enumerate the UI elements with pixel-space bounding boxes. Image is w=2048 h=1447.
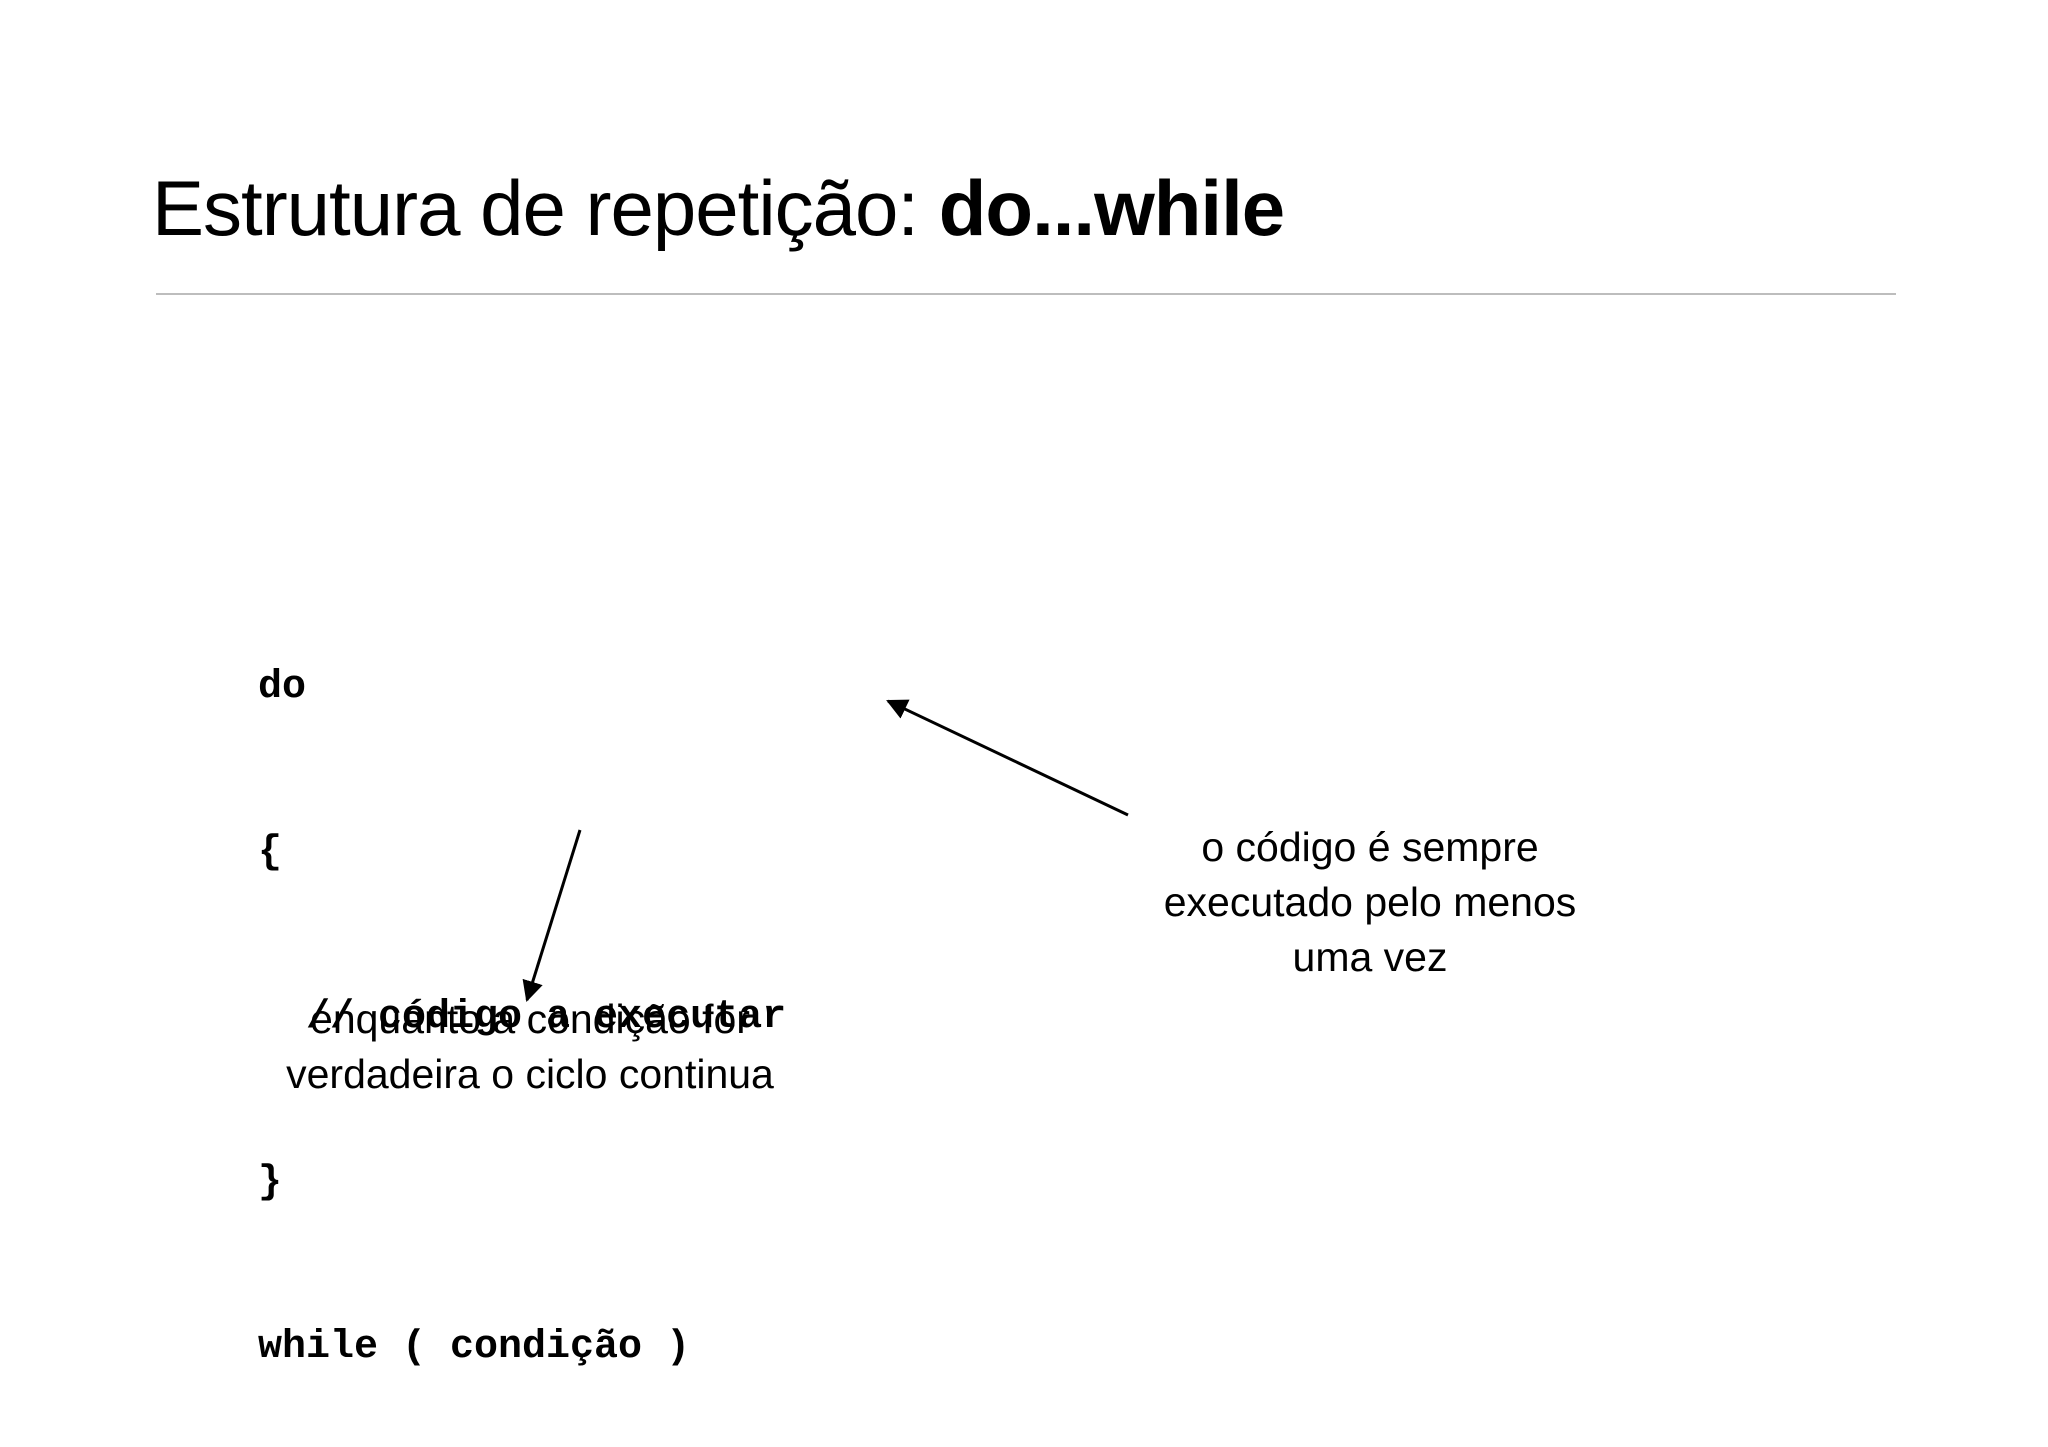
code-block: do { // código a executar } while ( cond… xyxy=(258,550,786,1430)
annotation-line: o código é sempre xyxy=(1201,824,1539,870)
code-line-open-brace: { xyxy=(258,830,283,875)
code-line-close-brace: } xyxy=(258,1160,283,1205)
title-divider xyxy=(156,293,1896,295)
annotation-loop-continues: enquanto a condição for verdadeira o cic… xyxy=(230,992,830,1102)
code-line-comment: // código a executar xyxy=(258,995,787,1040)
annotation-executed-once: o código é sempre executado pelo menos u… xyxy=(1070,820,1670,985)
annotation-line: uma vez xyxy=(1292,934,1448,980)
annotation-line: executado pelo menos xyxy=(1163,879,1577,925)
arrow-to-code xyxy=(886,699,1129,817)
title-keyword: do...while xyxy=(938,164,1285,252)
title-regular: Estrutura de repetição: xyxy=(152,164,939,252)
slide-title: Estrutura de repetição: do...while xyxy=(152,160,1285,256)
code-line-do: do xyxy=(258,665,307,710)
annotation-line: enquanto a condição for xyxy=(310,996,750,1042)
annotation-line: verdadeira o ciclo continua xyxy=(286,1051,774,1097)
code-line-while: while ( condição ) xyxy=(258,1325,691,1370)
